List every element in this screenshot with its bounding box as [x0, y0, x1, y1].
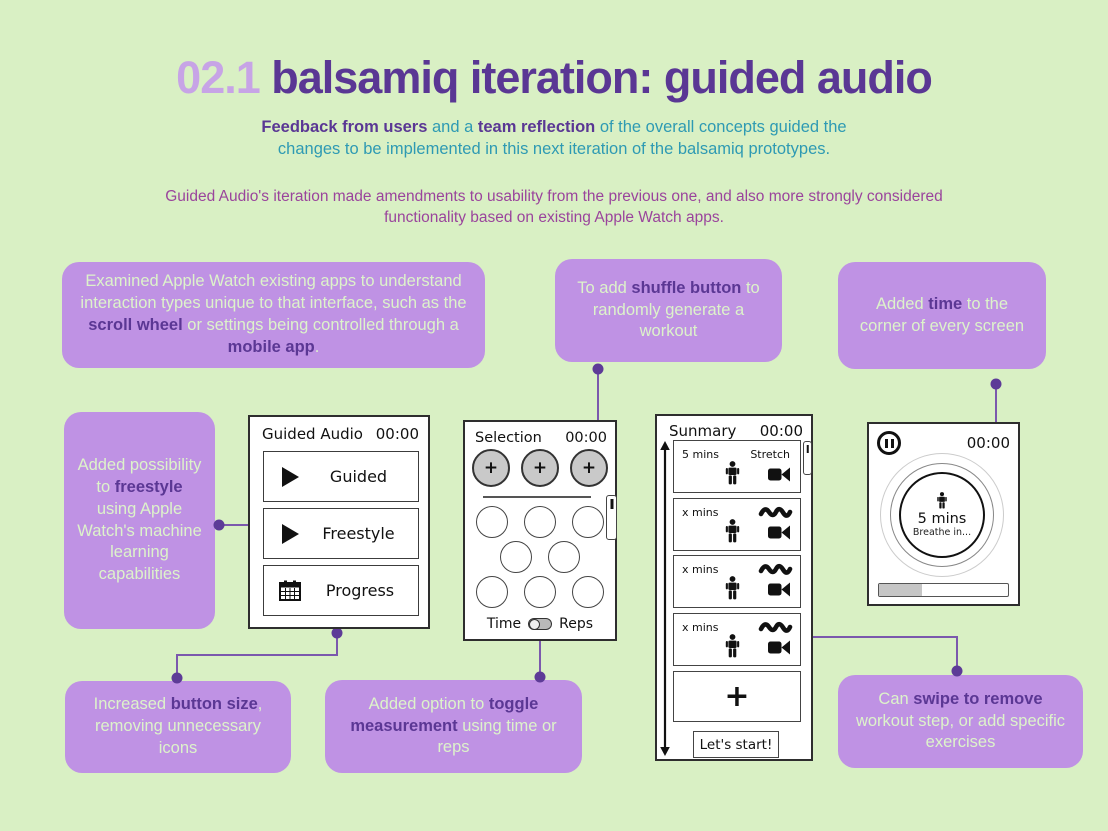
connector-line: [995, 384, 997, 436]
callout-added-time: Added time to the corner of every screen: [838, 262, 1046, 369]
add-slot-button[interactable]: +: [521, 449, 559, 487]
callout-swipe-remove: Can swipe to remove workout step, or add…: [838, 675, 1083, 768]
video-icon: [768, 640, 791, 659]
step-duration: 5 mins: [917, 511, 967, 527]
workout-step-row[interactable]: 5 mins Stretch: [673, 440, 801, 493]
divider: [483, 496, 591, 498]
progress-bar: [878, 583, 1009, 597]
exercise-circle[interactable]: [548, 541, 580, 573]
wf2-clock: 00:00: [565, 430, 607, 446]
connector-line: [597, 369, 599, 432]
intro-text-1: and a: [427, 118, 478, 136]
callout-examined-apps: Examined Apple Watch existing apps to un…: [62, 262, 485, 368]
exercise-circle[interactable]: [572, 506, 604, 538]
progress-ring-outer: [880, 453, 1004, 577]
video-icon: [768, 525, 791, 544]
callout-shuffle-button: To add shuffle button to randomly genera…: [555, 259, 782, 362]
exercise-circle[interactable]: [572, 576, 604, 608]
connector-dot: [171, 672, 183, 684]
play-icon: [282, 466, 299, 487]
lets-start-button[interactable]: Let's start!: [693, 731, 779, 758]
exercise-circle[interactable]: [500, 541, 532, 573]
wireframe-summary: Sunmary 00:00 5 mins Stretch x mins: [655, 414, 813, 761]
connector-line: [539, 629, 541, 677]
scribble-placeholder: [758, 618, 794, 637]
scroll-wheel[interactable]: [803, 441, 812, 475]
add-slot-button[interactable]: +: [472, 449, 510, 487]
connector-dot: [592, 363, 604, 375]
measurement-toggle[interactable]: [528, 618, 553, 630]
callout-toggle-measurement: Added option to toggle measurement using…: [325, 680, 582, 773]
exercise-circle[interactable]: [524, 506, 556, 538]
person-icon: [724, 519, 741, 547]
callout-freestyle: Added possibility to freestyle using App…: [64, 412, 215, 629]
wireframe-guided-audio: Guided Audio 00:00 Guided Freestyle Prog…: [248, 415, 430, 629]
calendar-icon: [278, 579, 302, 603]
connector-dot: [534, 671, 546, 683]
exercise-circle[interactable]: [476, 506, 508, 538]
add-slot-button[interactable]: +: [570, 449, 608, 487]
person-icon: [724, 634, 741, 662]
connector-dot: [951, 665, 963, 677]
scroll-range-arrow: [659, 441, 671, 760]
wireframe-player: 00:00 5 mins Breathe in...: [867, 422, 1020, 606]
wf2-title: Selection: [475, 430, 542, 446]
title-main: balsamiq iteration: guided audio: [259, 52, 933, 103]
intro-text-2: of the overall concepts guided the chang…: [277, 118, 847, 158]
page-title: 02.1 balsamiq iteration: guided audio: [0, 52, 1108, 104]
description-paragraph: Guided Audio's iteration made amendments…: [165, 188, 943, 227]
pause-icon[interactable]: [877, 431, 901, 455]
exercise-circle[interactable]: [524, 576, 556, 608]
toggle-label-reps: Reps: [559, 616, 594, 632]
person-icon: [936, 492, 948, 509]
intro-paragraph: Feedback from users and a team reflectio…: [0, 117, 1108, 161]
toggle-label-time: Time: [486, 616, 522, 632]
workout-step-row[interactable]: x mins: [673, 613, 801, 666]
connector-line: [956, 636, 958, 671]
intro-bold-1: Feedback from users: [261, 118, 428, 136]
title-number: 02.1: [176, 52, 261, 103]
connector-line: [336, 633, 338, 656]
progress-button[interactable]: Progress: [263, 565, 419, 616]
wireframe-selection: Selection 00:00 + + + Time Reps: [463, 420, 617, 641]
person-icon: [724, 461, 741, 489]
progress-ring-inner: 5 mins Breathe in...: [899, 472, 985, 558]
wf4-clock: 00:00: [966, 434, 1010, 452]
video-icon: [768, 467, 791, 486]
progress-ring-middle: [890, 463, 994, 567]
wf3-title: Sunmary: [669, 422, 737, 440]
progress-bar-fill: [879, 584, 922, 596]
scribble-placeholder: [758, 503, 794, 522]
wf1-clock: 00:00: [375, 425, 419, 443]
intro-bold-2: team reflection: [477, 118, 596, 136]
scroll-wheel[interactable]: [606, 495, 617, 540]
connector-line: [176, 654, 178, 678]
callout-button-size: Increased button size, removing unnecess…: [65, 681, 291, 773]
connector-dot: [213, 519, 225, 531]
wf3-clock: 00:00: [759, 422, 803, 440]
step-instruction: Breathe in...: [912, 527, 972, 538]
connector-line: [791, 636, 958, 638]
guided-button[interactable]: Guided: [263, 451, 419, 502]
scribble-placeholder: [758, 560, 794, 579]
play-icon: [282, 523, 299, 544]
freestyle-button[interactable]: Freestyle: [263, 508, 419, 559]
workout-step-row[interactable]: x mins: [673, 498, 801, 551]
video-icon: [768, 582, 791, 601]
wf1-title: Guided Audio: [262, 425, 363, 443]
person-icon: [724, 576, 741, 604]
connector-dot: [331, 627, 343, 639]
add-step-button[interactable]: +: [673, 671, 801, 722]
exercise-circle[interactable]: [476, 576, 508, 608]
workout-step-row[interactable]: x mins: [673, 555, 801, 608]
connector-line: [176, 654, 338, 656]
connector-dot: [990, 378, 1002, 390]
